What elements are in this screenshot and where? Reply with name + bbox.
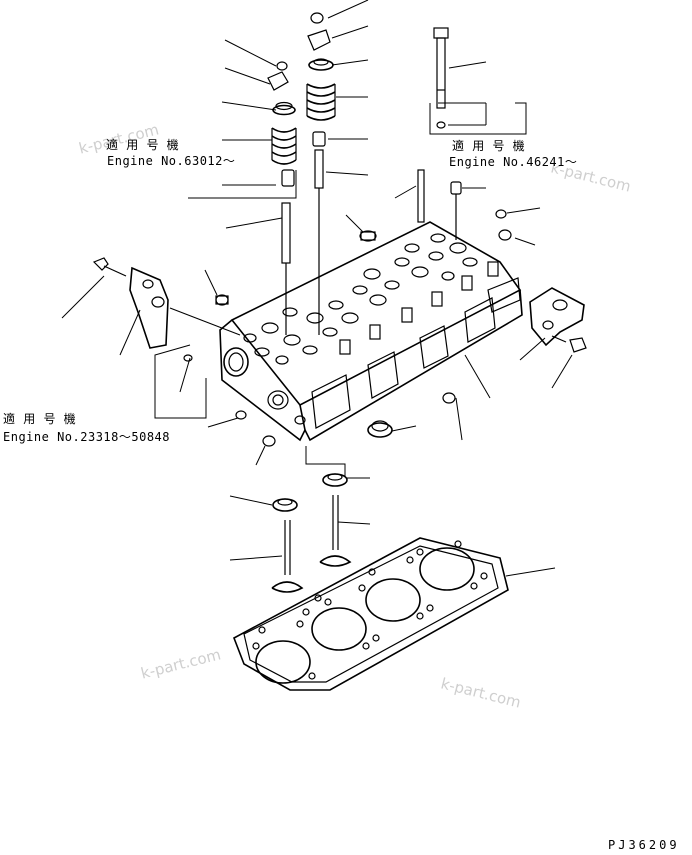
note-2-engine-no: Engine No.46241～ (449, 155, 578, 169)
lifting-bracket-right (529, 287, 587, 353)
valve-train-left (267, 61, 297, 335)
head-gasket (233, 537, 509, 691)
note-2-title: 適 用 号 機 (452, 139, 526, 153)
head-bolt (359, 27, 512, 242)
note-frames (154, 102, 527, 476)
leader-lines-left (61, 39, 283, 561)
gasket-holes (252, 540, 488, 680)
top-holes (243, 233, 478, 365)
leader-lines (325, 0, 573, 577)
plugs-and-seals (183, 294, 456, 512)
note-3-engine-no: Engine No.23318～50848 (3, 430, 170, 444)
note-1-engine-no: Engine No.63012～ (107, 154, 236, 168)
valves (271, 495, 352, 593)
drawing-code: PJ36209 (608, 838, 680, 852)
side-bosses (339, 261, 499, 355)
note-3-title: 適 用 号 機 (3, 412, 77, 426)
lifting-bracket-left (92, 257, 169, 349)
valve-train-middle (306, 12, 336, 335)
note-1-title: 適 用 号 機 (106, 138, 180, 152)
cylinder-head (219, 221, 523, 442)
